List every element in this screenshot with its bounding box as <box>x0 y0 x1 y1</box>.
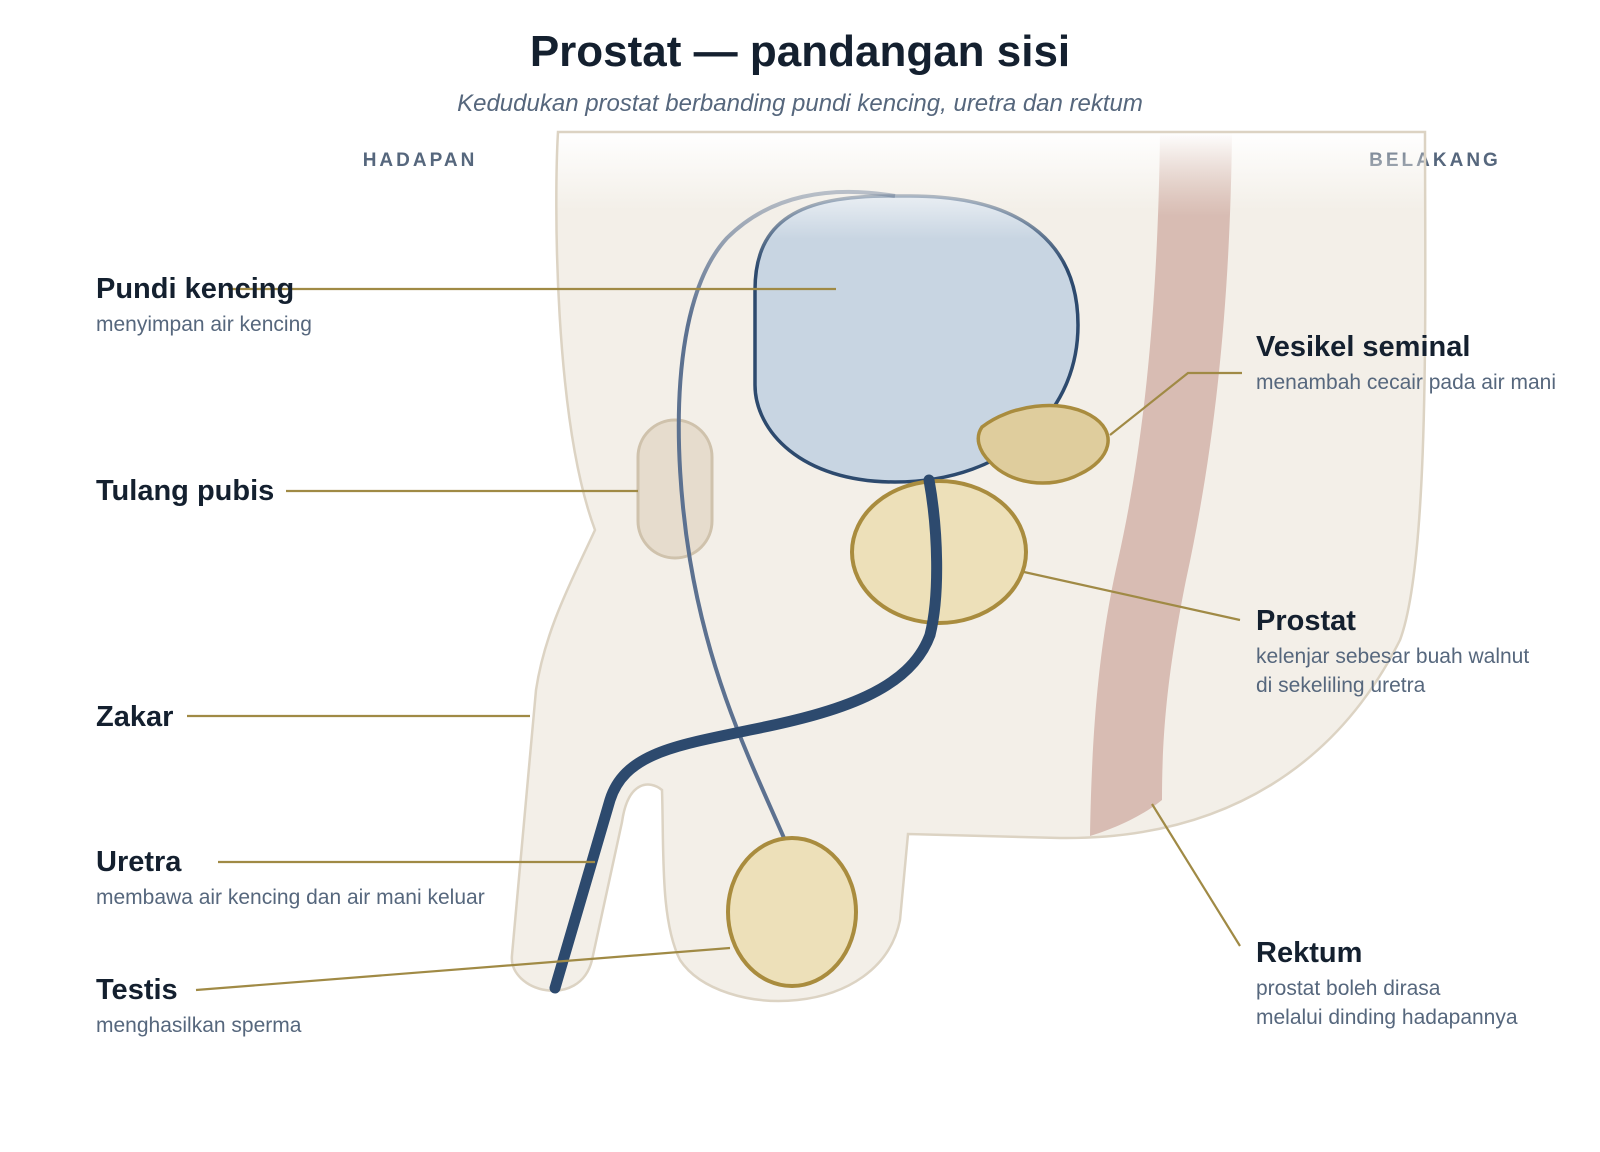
bladder-desc: menyimpan air kencing <box>96 313 312 336</box>
pubic-bone-label: Tulang pubis <box>96 475 274 507</box>
seminal-vesicle <box>976 403 1110 485</box>
leader-seminal-vesicle <box>1109 371 1242 436</box>
testis-label: Testis <box>96 974 178 1006</box>
rectum-desc-2: melalui dinding hadapannya <box>1256 1006 1518 1029</box>
rectum-desc-1: prostat boleh dirasa <box>1256 977 1441 1000</box>
seminal-vesicle-desc: menambah cecair pada air mani <box>1256 371 1556 394</box>
leader-testis <box>195 946 731 992</box>
page-subtitle: Kedudukan prostat berbanding pundi kenci… <box>457 90 1143 117</box>
prostate-desc-2: di sekeliling uretra <box>1256 674 1426 697</box>
leader-prostate <box>1023 570 1241 622</box>
pubic-bone <box>636 418 714 560</box>
prostate-label: Prostat <box>1256 605 1356 637</box>
testis <box>726 836 858 988</box>
penis-label: Zakar <box>96 701 173 733</box>
bladder <box>753 194 1080 484</box>
front-label: HADAPAN <box>363 150 478 171</box>
urethra-label: Uretra <box>96 846 182 878</box>
rectum-label: Rektum <box>1256 937 1362 969</box>
rectum <box>1090 132 1232 836</box>
urethra-desc: membawa air kencing dan air mani keluar <box>96 886 485 909</box>
page-title: Prostat — pandangan sisi <box>530 27 1070 76</box>
seminal-vesicle-label: Vesikel seminal <box>1256 331 1470 363</box>
leader-rectum <box>1151 803 1241 947</box>
urethra <box>549 474 943 994</box>
prostate-desc-1: kelenjar sebesar buah walnut <box>1256 645 1529 668</box>
vas-deferens <box>676 189 896 839</box>
testis-desc: menghasilkan sperma <box>96 1014 302 1037</box>
bladder-label: Pundi kencing <box>96 273 294 305</box>
